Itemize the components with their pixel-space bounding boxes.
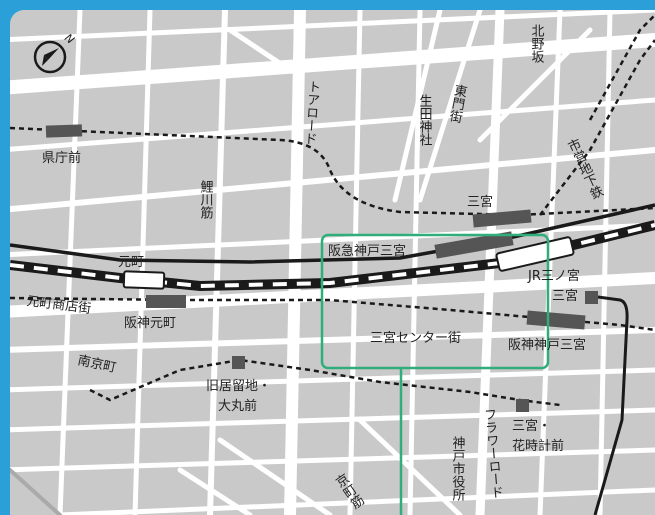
kitano-line xyxy=(588,14,655,121)
compass-n-label: N xyxy=(62,31,77,46)
label-sannomiya-center-gai: 三宮センター街 xyxy=(370,330,461,346)
sannomiya-jr-station xyxy=(495,236,575,272)
prefectural-office-line xyxy=(10,126,655,217)
motomachi-jr-station xyxy=(122,270,166,290)
roads xyxy=(10,10,655,515)
label-kyukyoryuchi: 旧居留地・ xyxy=(206,379,271,394)
jr-sannomiya-sub-marker xyxy=(585,291,598,304)
port-liner-line xyxy=(593,295,629,515)
label-tor-road: トアロード xyxy=(301,79,320,145)
label-sannomiya-top: 三宮 xyxy=(467,194,493,210)
label-kitano-zaka: 北野坂 xyxy=(529,24,545,63)
stations xyxy=(45,124,598,412)
label-hanshin-kobe-sannomiya: 阪神神戸三宮 xyxy=(508,337,586,353)
label-higashimon-gai: 東門街 xyxy=(446,82,468,124)
label-hankyu-kobe-sannomiya: 阪急神戸三宮 xyxy=(328,243,406,259)
label-hanshin-motomachi: 阪神元町 xyxy=(124,316,176,331)
label-koisuji: 鯉川筋 xyxy=(198,180,214,219)
hanshin-sannomiya-station xyxy=(526,310,586,330)
hankyu-station xyxy=(434,231,514,259)
city-map[interactable]: N 県庁前 元町 元町商店街 阪神元町 南京町 旧居留地・ 大丸前 阪急神戸三宮… xyxy=(10,10,655,515)
kaigan-line xyxy=(89,358,561,407)
label-daimaru-mae: 大丸前 xyxy=(218,398,257,414)
label-kobe-shiyakusho: 神戸市役所 xyxy=(450,436,466,501)
label-kencho-mae: 県庁前 xyxy=(42,150,81,166)
kyukyoryuchi-station xyxy=(232,356,245,369)
label-hanadokei-2: 花時計前 xyxy=(512,438,564,454)
hanadokei-station xyxy=(516,399,529,412)
label-jr-sannomiya: JR三ノ宮 xyxy=(527,268,580,284)
label-shiei-chikatetsu: 市営地下鉄 xyxy=(563,136,605,202)
label-hanadokei-1: 三宮・ xyxy=(512,418,551,434)
highlight-area xyxy=(320,233,550,515)
hanshin-motomachi-station xyxy=(146,295,186,308)
kencho-mae-station xyxy=(45,124,83,138)
label-nankinmachi: 南京町 xyxy=(76,352,117,376)
label-sannomiya-sub: 三宮 xyxy=(552,288,578,304)
sannomiya-top-station xyxy=(472,209,532,228)
horizontal-labels: 県庁前 元町 元町商店街 阪神元町 南京町 旧居留地・ 大丸前 阪急神戸三宮 三… xyxy=(26,150,587,454)
subway-lines xyxy=(10,14,655,407)
label-motomachi: 元町 xyxy=(118,255,144,270)
label-ikuta-jinja: 生田神社 xyxy=(417,94,433,146)
